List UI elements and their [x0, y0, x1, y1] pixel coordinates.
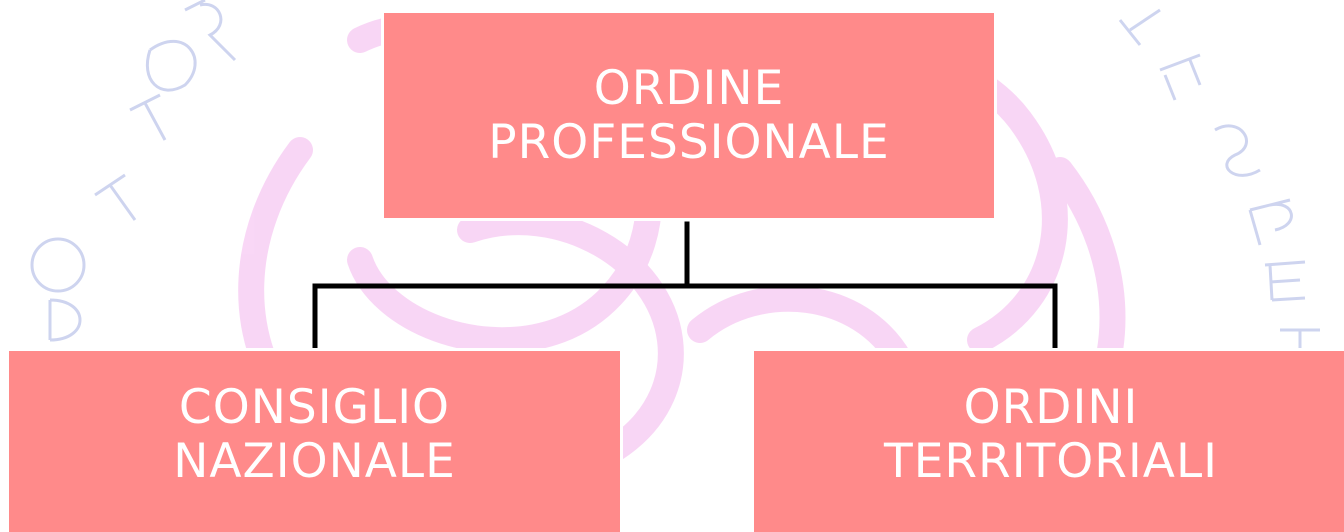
org-node-left-line-2: NAZIONALE	[173, 433, 456, 489]
org-node-right-line-2: TERRITORIALI	[883, 433, 1218, 489]
org-node-left-line-1: CONSIGLIO	[178, 380, 451, 436]
org-node-right-line-1: ORDINI	[963, 380, 1139, 436]
org-node-left-label: CONSIGLIO NAZIONALE	[173, 381, 456, 487]
org-node-root-line-2: PROFESSIONALE	[488, 114, 890, 170]
org-node-ordini-territoriali: ORDINI TERRITORIALI	[751, 348, 1344, 532]
org-node-root-label: ORDINE PROFESSIONALE	[488, 62, 889, 168]
org-node-consiglio-nazionale: CONSIGLIO NAZIONALE	[6, 348, 623, 532]
org-node-root-line-1: ORDINE	[593, 61, 785, 117]
org-node-root: ORDINE PROFESSIONALE	[381, 10, 997, 221]
org-node-right-label: ORDINI TERRITORIALI	[884, 381, 1218, 487]
